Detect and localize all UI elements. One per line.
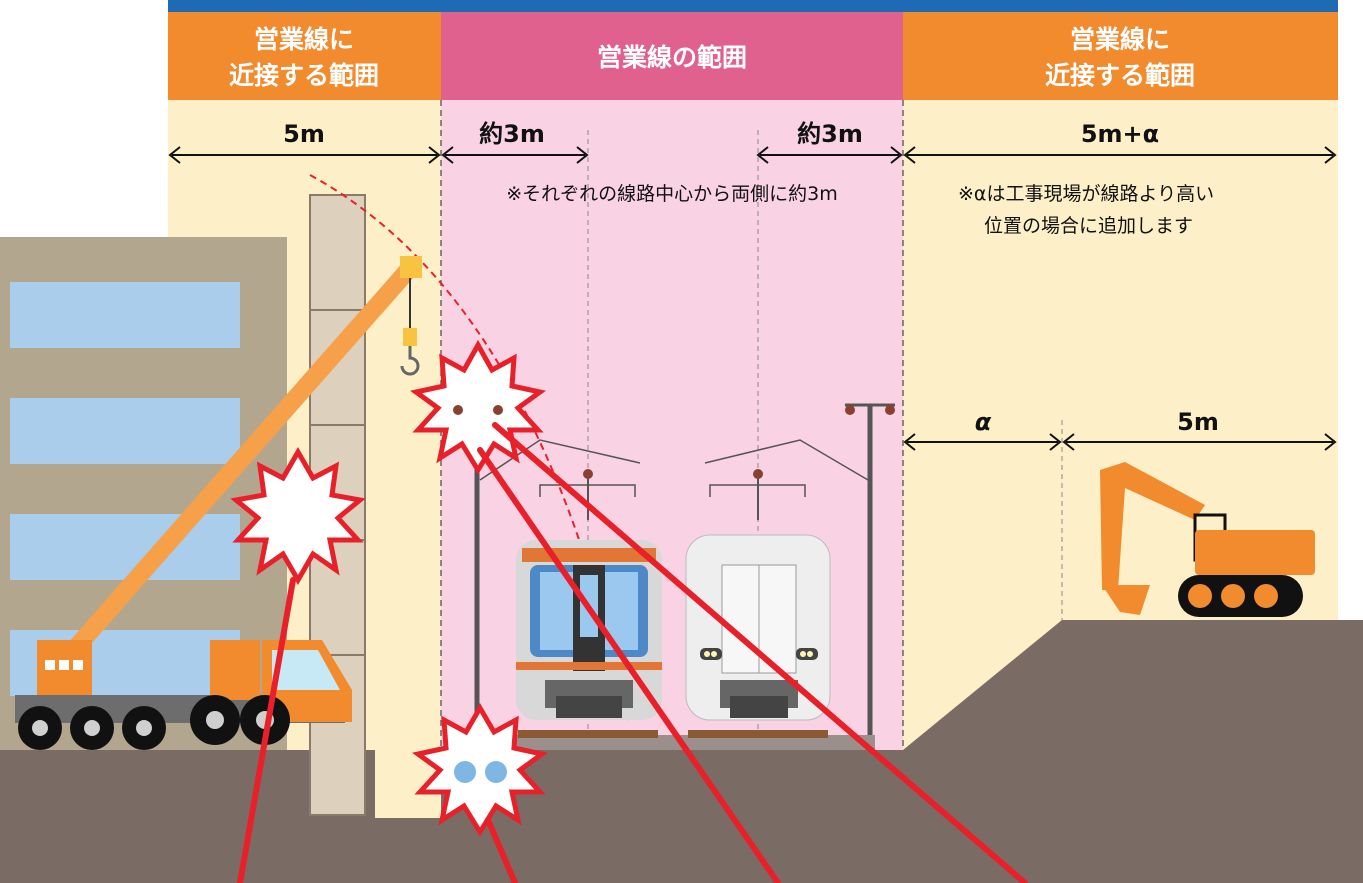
danger-bursts: [230, 339, 548, 837]
tracks: [480, 730, 875, 750]
right-header-band: [903, 12, 1338, 100]
pole-dot-left: [453, 405, 463, 415]
center-note: ※それぞれの線路中心から両側に約3m: [506, 183, 838, 205]
top-bar: [168, 0, 1338, 12]
right-header-line1: 営業線に: [1070, 25, 1170, 54]
right-note-line2: 位置の場合に追加します: [984, 215, 1193, 237]
cable-dot-left: [454, 761, 476, 783]
pointer-lines: [237, 422, 1028, 883]
right-note-line1: ※αは工事現場が線路より高い: [958, 183, 1214, 205]
danger-burst-crane: [230, 446, 366, 586]
center-header: 営業線の範囲: [597, 43, 747, 72]
cable-dot-right: [485, 761, 507, 783]
dim-center-right: 約3m: [797, 120, 863, 148]
left-header-line1: 営業線に: [254, 25, 354, 54]
train-right: [685, 534, 831, 721]
dim-right-bottom-5m: 5m: [1177, 408, 1219, 436]
dim-alpha: α: [975, 408, 992, 436]
dimension-arrows: [168, 146, 1337, 451]
right-header-line2: 近接する範囲: [1045, 61, 1195, 90]
left-header-line2: 近接する範囲: [229, 61, 379, 90]
danger-burst-ground: [412, 703, 548, 837]
dim-center-left: 約3m: [479, 120, 545, 148]
crane-truck: [15, 256, 422, 750]
center-header-band: [441, 12, 903, 100]
pole-dot-right: [493, 405, 503, 415]
dim-left-5m: 5m: [283, 120, 325, 148]
excavator: [1100, 462, 1315, 617]
train-left: [516, 540, 662, 720]
left-header-band: [168, 12, 441, 100]
dim-right-5m-alpha: 5m+α: [1081, 120, 1159, 148]
